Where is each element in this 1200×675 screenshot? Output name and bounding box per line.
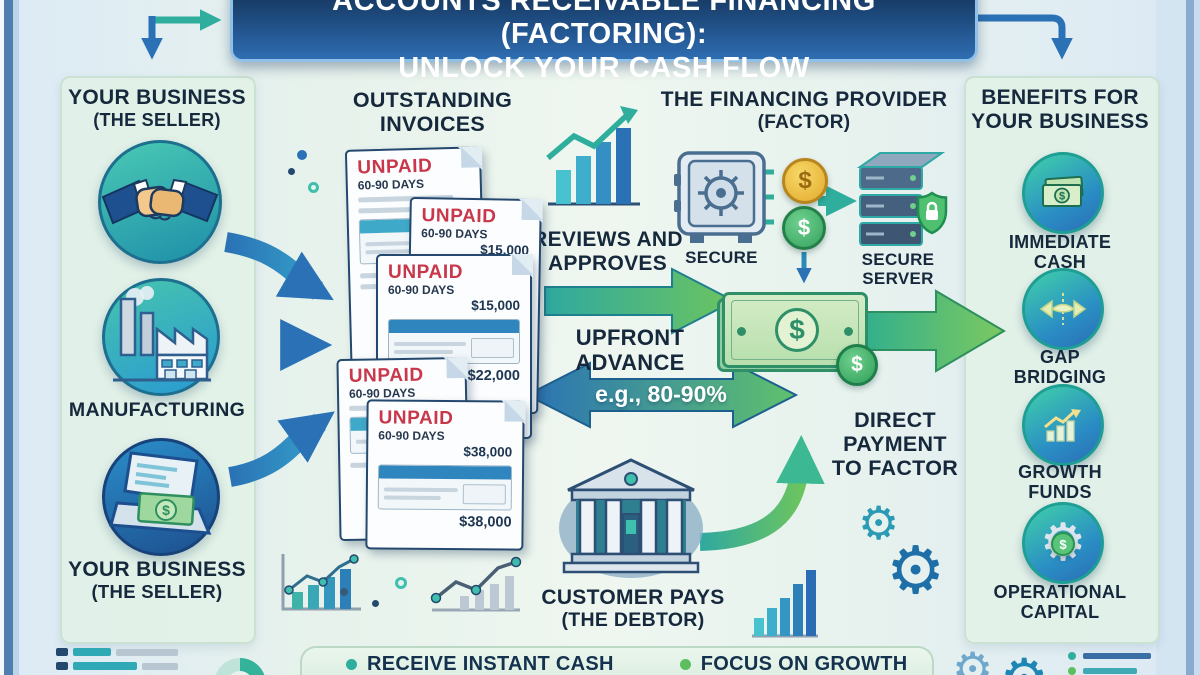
decor-dot [395, 577, 407, 589]
decor-dot [372, 600, 379, 607]
title-line2: UNLOCK YOUR CASH FLOW [398, 52, 810, 84]
invoice-doc-5: UNPAID 60-90 DAYS $38,000 $38,000 [365, 399, 526, 551]
benefit-label-1: IMMEDIATE CASH [1008, 232, 1112, 273]
review-growth-chart-icon [546, 106, 640, 206]
small-green-coin-icon: $ [836, 344, 878, 386]
server-label: SECURE SERVER [861, 250, 935, 289]
title-line1: ACCOUNTS RECEIVABLE FINANCING (FACTORING… [332, 0, 876, 50]
customer-pays-label: CUSTOMER PAYS (THE DEBTOR) [541, 586, 725, 631]
benefits-heading: BENEFITS FOR YOUR BUSINESS [971, 86, 1149, 133]
gear-icon: ⚙ [1000, 652, 1048, 675]
invoice-terms: 60-90 DAYS [357, 176, 425, 193]
invoice-amount: $15,000 [471, 298, 520, 313]
upfront-advance-label: UPFRONT ADVANCE [575, 325, 685, 375]
gear-icon: ⚙ [952, 642, 994, 675]
growth-funds-icon [1022, 384, 1104, 466]
handshake-icon [98, 140, 222, 264]
safe-icon [674, 151, 766, 243]
invoice-status: UNPAID [388, 262, 464, 283]
seller-bottom-heading: YOUR BUSINESS (THE SELLER) [68, 558, 246, 602]
arrow-reviews-approves [544, 267, 737, 335]
frame-left-stripe [13, 0, 19, 675]
provider-heading: THE FINANCING PROVIDER (FACTOR) [660, 88, 948, 133]
benefit-label-4: OPERATIONAL CAPITAL [993, 582, 1127, 623]
invoice-total: $22,000 [467, 367, 520, 384]
decor-dot [297, 150, 307, 160]
invoice-status: UNPAID [421, 205, 497, 228]
bank-icon [559, 458, 703, 578]
green-coin-icon: $ [782, 206, 826, 250]
invoice-terms: 60-90 DAYS [421, 226, 488, 242]
gold-coin-icon: $ [782, 158, 828, 204]
invoice-total: $38,000 [459, 513, 512, 531]
invoice-amount: $38,000 [463, 444, 513, 460]
factory-icon [102, 278, 220, 396]
safe-label: SECURE [685, 248, 758, 267]
invoice-terms: 60-90 DAYS [378, 428, 445, 443]
footer-item-1: RECEIVE INSTANT CASH [346, 653, 614, 675]
frame-right-stripe [1156, 0, 1186, 675]
seller-top-heading: YOUR BUSINESS (THE SELLER) [68, 86, 246, 130]
arrow-customer-payment-up [699, 434, 825, 551]
secure-server-icon [856, 152, 948, 246]
bullet-icon [679, 658, 691, 670]
reviews-approves-label: REVIEWS AND APPROVES [532, 228, 683, 275]
invoice-terms: 60-90 DAYS [348, 385, 416, 401]
gear-dollar-icon: ⚙ $ [1022, 502, 1104, 584]
invoice-status: UNPAID [348, 364, 424, 387]
decor-rising-bars [752, 570, 818, 638]
decor-dot [340, 588, 348, 596]
footer-list-icon [1068, 652, 1151, 675]
frame-right-stripe [1186, 0, 1194, 675]
frame-right-stripe [1194, 0, 1200, 675]
decor-dot [288, 168, 295, 175]
invoices-heading: OUTSTANDING INVOICES [352, 88, 513, 137]
frame-left-stripe [4, 0, 13, 675]
decor-line-chart [430, 556, 522, 612]
footer-item-2: FOCUS ON GROWTH [679, 653, 908, 675]
gap-bridging-icon [1022, 268, 1104, 350]
immediate-cash-icon: $ [1022, 152, 1104, 234]
gear-icon: ⚙ [858, 496, 900, 550]
donut-chart-icon [214, 658, 266, 675]
svg-text:$: $ [162, 502, 170, 518]
decor-bar-line-chart [281, 554, 361, 611]
connector-benefits-down-arrow [972, 14, 1073, 60]
benefit-label-2: GAP BRIDGING [1013, 347, 1107, 388]
gear-icon: ⚙ [886, 532, 946, 609]
invoice-status: UNPAID [357, 155, 433, 179]
decor-dot [308, 182, 319, 193]
frame-left-stripe [0, 0, 4, 675]
direct-payment-label: DIRECT PAYMENT TO FACTOR [831, 408, 959, 481]
invoice-status: UNPAID [378, 407, 454, 430]
footer-list-icon [56, 648, 178, 670]
invoice-terms: 60-90 DAYS [388, 283, 455, 297]
title-banner: ACCOUNTS RECEIVABLE FINANCING (FACTORING… [230, 0, 978, 84]
footer-banner: RECEIVE INSTANT CASH FOCUS ON GROWTH [300, 646, 934, 675]
svg-text:$: $ [1059, 191, 1065, 203]
bullet-icon [346, 658, 357, 670]
manufacturing-label: MANUFACTURING [68, 399, 246, 421]
benefit-label-3: GROWTH FUNDS [1018, 462, 1102, 503]
dollar-circle: $ [775, 308, 819, 352]
advance-range-label: e.g., 80-90% [595, 381, 727, 407]
laptop-cash-icon: $ [102, 438, 220, 556]
